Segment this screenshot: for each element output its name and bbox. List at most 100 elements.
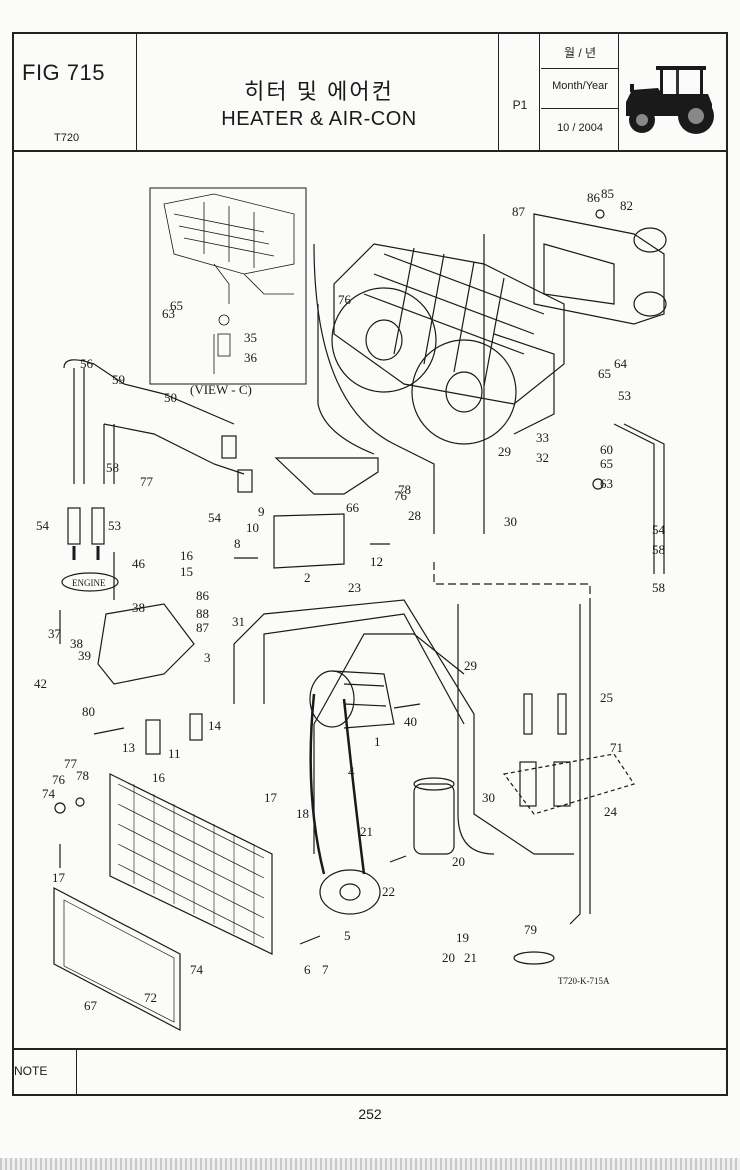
spacer-11	[189, 713, 203, 741]
part-label: 76	[338, 292, 352, 307]
refrigerant-pipes	[233, 562, 591, 925]
part-labels: 86 85 82 87 76 64 65 53 60 33 32 65 63 2…	[34, 186, 666, 1013]
bracket-3	[97, 603, 195, 685]
part-label: 22	[382, 884, 395, 899]
part-label: 74	[190, 962, 204, 977]
note-label: NOTE	[14, 1064, 48, 1078]
belt-and-pulley	[309, 693, 381, 915]
view-c-sketch	[163, 193, 295, 374]
fig-number: FIG 715	[22, 60, 105, 85]
receiver-drier	[413, 777, 455, 855]
part-label: 11	[168, 746, 181, 761]
part-label: 38	[70, 636, 83, 651]
part-label: 32	[536, 450, 549, 465]
view-c-label: (VIEW - C)	[190, 382, 252, 397]
part-label: 17	[52, 870, 66, 885]
part-label: 56	[80, 356, 94, 371]
part-label: 50	[164, 390, 177, 405]
part-label: 76	[394, 488, 408, 503]
part-label: 40	[404, 714, 417, 729]
part-label: 15	[180, 564, 193, 579]
part-label: 1	[374, 734, 381, 749]
part-label: 29	[498, 444, 511, 459]
heater-hoses	[63, 234, 485, 534]
part-label: 54	[36, 518, 50, 533]
part-label: 21	[360, 824, 373, 839]
part-label: 25	[600, 690, 613, 705]
part-label: 35	[244, 330, 257, 345]
part-label: 20	[442, 950, 455, 965]
part-label: 82	[620, 198, 633, 213]
part-label: 87	[196, 620, 210, 635]
part-label: 63	[600, 476, 613, 491]
scan-edge	[0, 1158, 740, 1170]
part-label: 2	[304, 570, 311, 585]
note-row	[12, 1048, 728, 1096]
part-label: 16	[152, 770, 166, 785]
part-label: 59	[112, 372, 125, 387]
screen-panel	[53, 887, 181, 1031]
part-label: 12	[370, 554, 383, 569]
part-label: 86	[196, 588, 210, 603]
exploded-parts-diagram: 86 85 82 87 76 64 65 53 60 33 32 65 63 2…	[34, 186, 667, 1031]
part-label: 79	[524, 922, 537, 937]
part-label: 88	[196, 606, 209, 621]
part-label: 18	[296, 806, 309, 821]
part-label: 66	[346, 500, 360, 515]
part-label: 36	[244, 350, 258, 365]
header-block	[12, 32, 728, 152]
drawing-code: T720-K-715A	[558, 976, 610, 986]
part-label: 64	[614, 356, 628, 371]
part-label: 4	[348, 764, 355, 779]
part-label: 33	[536, 430, 549, 445]
date-label: Month/Year	[552, 80, 608, 92]
part-label: 19	[456, 930, 469, 945]
part-label: 3	[204, 650, 211, 665]
part-label: 77	[64, 756, 78, 771]
date-value: 10 / 2004	[557, 122, 603, 134]
part-label: 13	[122, 740, 135, 755]
title-english: HEATER & AIR-CON	[221, 108, 417, 130]
part-label: 24	[604, 804, 618, 819]
part-label: 53	[108, 518, 121, 533]
page-number: 252	[358, 1106, 382, 1122]
part-label: 46	[132, 556, 146, 571]
part-label: 17	[264, 790, 278, 805]
part-label: 85	[601, 186, 614, 201]
engine-label: ENGINE	[72, 578, 106, 588]
part-label: 6	[304, 962, 311, 977]
condenser	[109, 773, 273, 955]
o-ring-75	[513, 951, 555, 965]
part-label: 37	[48, 626, 62, 641]
part-label: 77	[140, 474, 154, 489]
part-label: 72	[144, 990, 157, 1005]
part-label: 67	[84, 998, 98, 1013]
part-label: 23	[348, 580, 361, 595]
part-label: 5	[344, 928, 351, 943]
part-label: 74	[42, 786, 56, 801]
part-label: 42	[34, 676, 47, 691]
part-label: 7	[322, 962, 329, 977]
hose-52	[613, 423, 665, 574]
part-label: 38	[132, 600, 145, 615]
page-code: P1	[512, 98, 528, 112]
model-code: T720	[54, 132, 80, 144]
part-label: 10	[246, 520, 259, 535]
part-label: 39	[78, 648, 91, 663]
part-label: 76	[52, 772, 66, 787]
part-label: 31	[232, 614, 245, 629]
part-label: 60	[600, 442, 613, 457]
hose-fittings	[502, 693, 635, 815]
bracket-2	[273, 513, 345, 569]
title-korean: 히터 및 에어컨	[244, 79, 394, 104]
bolts	[54, 209, 605, 945]
heater-unit	[331, 243, 565, 445]
bracket-71	[274, 457, 379, 495]
part-label: 86	[587, 190, 601, 205]
view-c-inset	[149, 187, 307, 385]
engine-fittings	[61, 507, 119, 592]
part-label: 20	[452, 854, 465, 869]
part-label: 78	[76, 768, 89, 783]
part-label: 65	[170, 298, 183, 313]
part-label: 21	[464, 950, 477, 965]
